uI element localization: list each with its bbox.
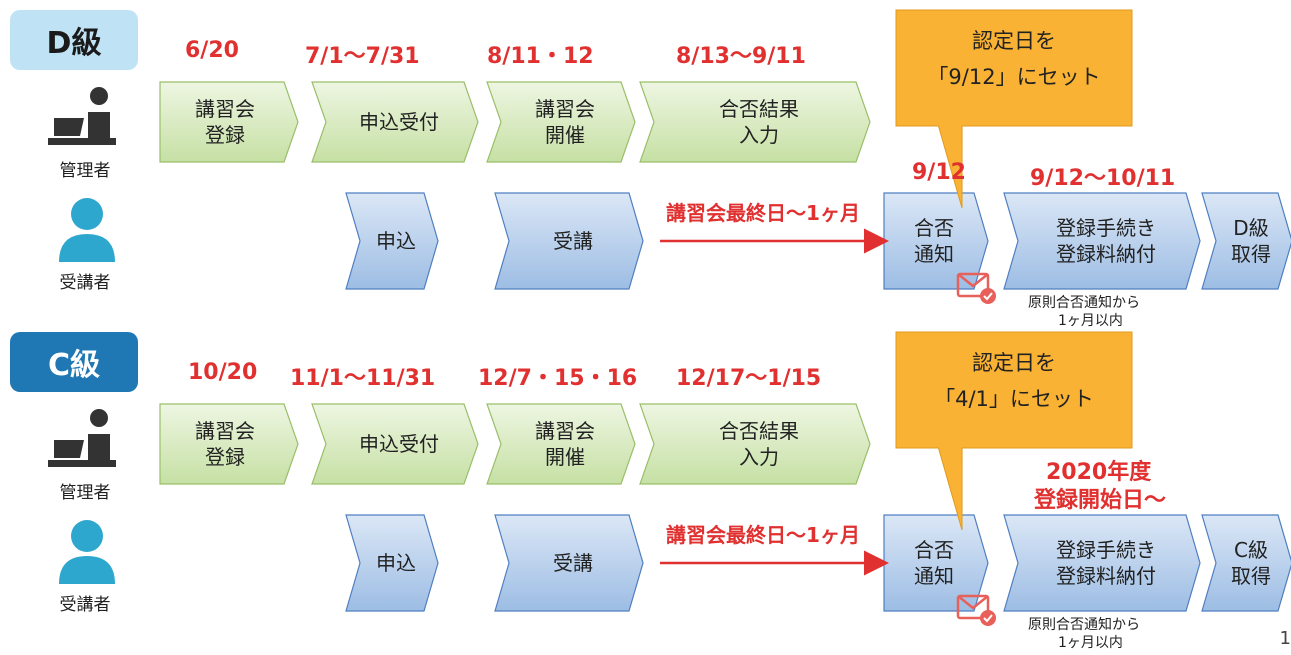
final-step-3-label-line-1: D級 (1233, 216, 1268, 240)
admin-step-4-label-line-2: 入力 (739, 445, 779, 469)
date-notify: 9/12 (912, 160, 966, 185)
admin-step-3-label-line-2: 開催 (545, 445, 585, 469)
registration-note-line-1: 原則合否通知から (1028, 295, 1140, 311)
date-registration-line-2: 登録開始日〜 (1034, 488, 1167, 513)
final-step-1-label-line-2: 通知 (914, 242, 954, 266)
badge-c-grade: C級 (10, 332, 138, 392)
date-admin-step-3: 12/7・15・16 (478, 366, 638, 391)
callout-line-1: 認定日を (972, 29, 1056, 53)
admin-icon (48, 87, 116, 145)
admin-step-1 (159, 403, 299, 485)
admin-step-1-label-line-1: 講習会 (195, 97, 255, 121)
final-step-3 (1201, 514, 1291, 612)
callout: 認定日を「4/1」にセット (895, 331, 1133, 531)
admin-step-4 (639, 403, 871, 485)
admin-step-1 (159, 81, 299, 163)
date-admin-step-3: 8/11・12 (487, 44, 594, 69)
admin-step-1-label-line-2: 登録 (205, 445, 245, 469)
page-number: 1 (1279, 628, 1291, 649)
admin-icon (48, 409, 116, 467)
final-step-3-label-line-2: 取得 (1231, 564, 1271, 588)
mail-icon (956, 594, 996, 626)
period-label: 講習会最終日〜1ヶ月 (666, 201, 860, 225)
student-step-1-label-line-1: 申込 (376, 229, 416, 253)
student-step-2 (494, 514, 644, 612)
student-step-1 (345, 192, 439, 290)
admin-step-2-label-line-1: 申込受付 (359, 110, 439, 134)
role-label-student: 受講者 (59, 273, 111, 293)
student-step-1 (345, 514, 439, 612)
final-step-3-label-line-1: C級 (1234, 538, 1268, 562)
student-icon (59, 198, 115, 262)
final-step-1-label-line-1: 合否 (914, 538, 954, 562)
student-step-1-label-line-1: 申込 (376, 551, 416, 575)
student-step-2-label-line-1: 受講 (553, 229, 593, 253)
admin-step-3 (486, 81, 636, 163)
callout-line-2: 「4/1」にセット (934, 387, 1094, 411)
admin-step-3 (486, 403, 636, 485)
mail-icon (956, 272, 996, 304)
date-registration: 9/12〜10/11 (1030, 166, 1176, 191)
admin-step-3-label-line-1: 講習会 (535, 97, 595, 121)
admin-step-4 (639, 81, 871, 163)
registration-note-line-2: 1ヶ月以内 (1058, 313, 1123, 329)
admin-step-1-label-line-2: 登録 (205, 123, 245, 147)
date-admin-step-2: 7/1〜7/31 (305, 44, 420, 69)
final-step-3 (1201, 192, 1291, 290)
date-admin-step-1: 6/20 (185, 38, 239, 63)
final-step-2 (1003, 514, 1201, 612)
final-step-1-label-line-1: 合否 (914, 216, 954, 240)
admin-step-3-label-line-2: 開催 (545, 123, 585, 147)
callout-line-2: 「9/12」にセット (927, 65, 1100, 89)
admin-step-3-label-line-1: 講習会 (535, 419, 595, 443)
registration-note-line-1: 原則合否通知から (1028, 617, 1140, 633)
final-step-2-label-line-2: 登録料納付 (1056, 564, 1156, 588)
admin-step-4-label-line-1: 合否結果 (719, 97, 799, 121)
student-icon (59, 520, 115, 584)
period-label: 講習会最終日〜1ヶ月 (666, 523, 860, 547)
final-step-2-label-line-1: 登録手続き (1056, 538, 1156, 562)
admin-step-2 (311, 403, 479, 485)
date-registration-line-1: 2020年度 (1046, 460, 1152, 485)
final-step-2-label-line-1: 登録手続き (1056, 216, 1156, 240)
callout-line-1: 認定日を (972, 351, 1056, 375)
registration-note-line-2: 1ヶ月以内 (1058, 635, 1123, 651)
admin-step-2 (311, 81, 479, 163)
final-step-1-label-line-2: 通知 (914, 564, 954, 588)
final-step-2-label-line-2: 登録料納付 (1056, 242, 1156, 266)
admin-step-1-label-line-1: 講習会 (195, 419, 255, 443)
role-label-admin: 管理者 (59, 161, 111, 181)
callout: 認定日を「9/12」にセット (895, 9, 1133, 209)
role-label-admin: 管理者 (59, 483, 111, 503)
admin-step-4-label-line-1: 合否結果 (719, 419, 799, 443)
role-label-student: 受講者 (59, 595, 111, 615)
date-admin-step-4: 12/17〜1/15 (676, 366, 822, 391)
final-step-2 (1003, 192, 1201, 290)
student-step-2 (494, 192, 644, 290)
admin-step-4-label-line-2: 入力 (739, 123, 779, 147)
badge-d-grade: D級 (10, 10, 138, 70)
final-step-3-label-line-2: 取得 (1231, 242, 1271, 266)
date-admin-step-1: 10/20 (188, 360, 258, 385)
date-admin-step-2: 11/1〜11/31 (290, 366, 436, 391)
admin-step-2-label-line-1: 申込受付 (359, 432, 439, 456)
student-step-2-label-line-1: 受講 (553, 551, 593, 575)
date-admin-step-4: 8/13〜9/11 (676, 44, 806, 69)
